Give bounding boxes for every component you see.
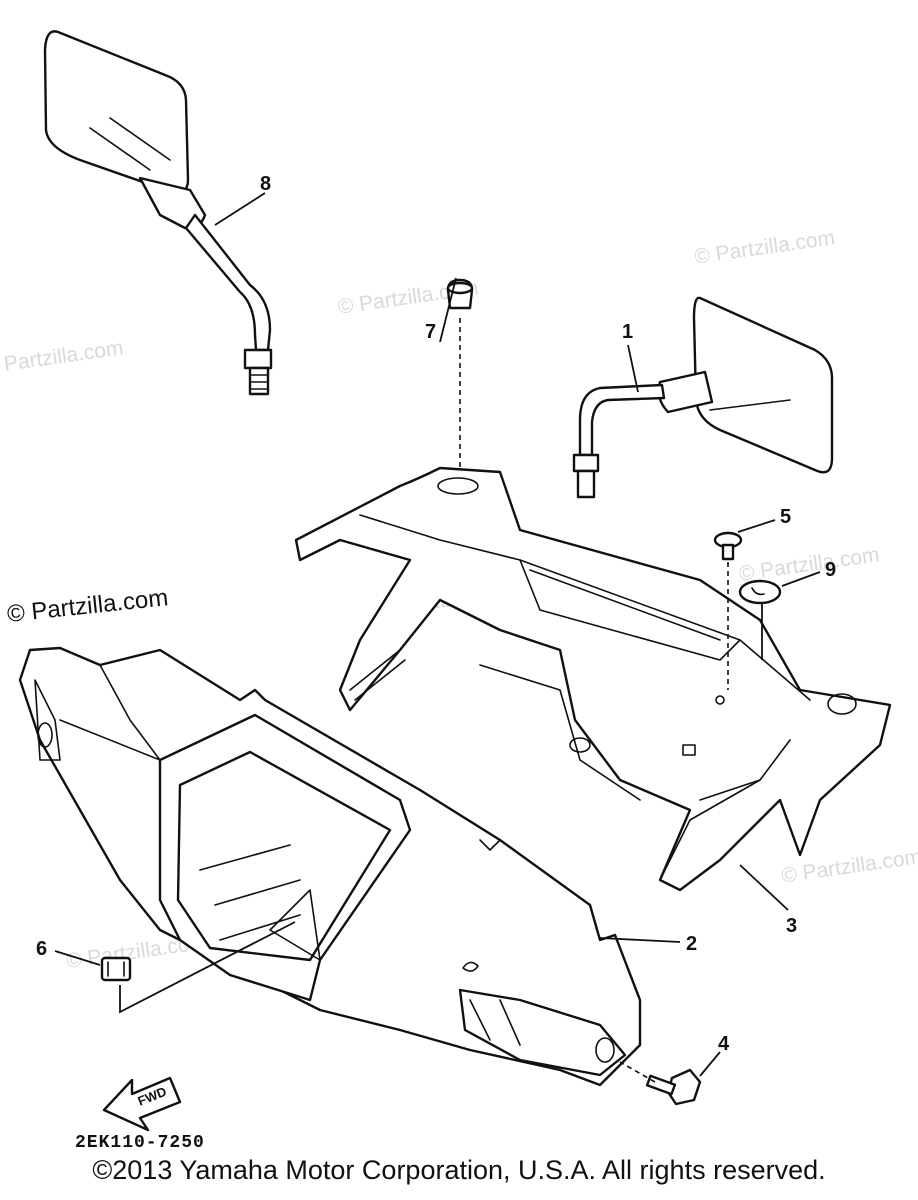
leader-line-5 (737, 519, 776, 533)
bolt-part-4[interactable] (645, 1068, 702, 1106)
leader-line-7 (439, 277, 457, 343)
leader-line-4 (699, 1051, 721, 1077)
callout-1: 1 (622, 321, 633, 343)
leader-line-6 (54, 950, 101, 966)
leader-line-2 (599, 937, 681, 943)
callout-8: 8 (260, 173, 271, 195)
clip-part-6[interactable] (100, 956, 132, 982)
callout-2: 2 (686, 933, 697, 955)
watermark: © Partzilla.com (0, 336, 125, 378)
leader-line-3 (739, 864, 789, 911)
inner-panel-part-3[interactable] (294, 466, 892, 892)
watermark: © Partzilla.com (738, 543, 881, 585)
leader-line-9 (781, 571, 821, 587)
diagram-code: 2EK110-7250 (75, 1133, 205, 1153)
watermark-dark: © Partzilla.com (6, 584, 170, 628)
forward-arrow: FWD (102, 1076, 182, 1132)
callout-4: 4 (718, 1033, 730, 1055)
screw-part-5[interactable] (713, 531, 743, 561)
copyright-notice: ©2013 Yamaha Motor Corporation, U.S.A. A… (92, 1155, 826, 1185)
leader-line-8 (214, 192, 266, 226)
bolt-guide-line (619, 1061, 656, 1083)
mirror-right-part-1[interactable] (572, 296, 834, 499)
callout-9: 9 (825, 559, 836, 581)
callout-3: 3 (786, 915, 797, 937)
clip-guide-line (119, 921, 296, 1014)
leader-line-1 (627, 344, 639, 393)
headlight-cowl-part-2[interactable] (18, 646, 642, 1087)
watermark: © Partzilla.com (693, 226, 836, 268)
callout-7: 7 (425, 321, 436, 343)
mirror-left-part-8[interactable] (43, 30, 273, 396)
callout-5: 5 (780, 506, 791, 528)
callout-6: 6 (36, 938, 47, 960)
grommet-part-9[interactable] (738, 579, 782, 605)
